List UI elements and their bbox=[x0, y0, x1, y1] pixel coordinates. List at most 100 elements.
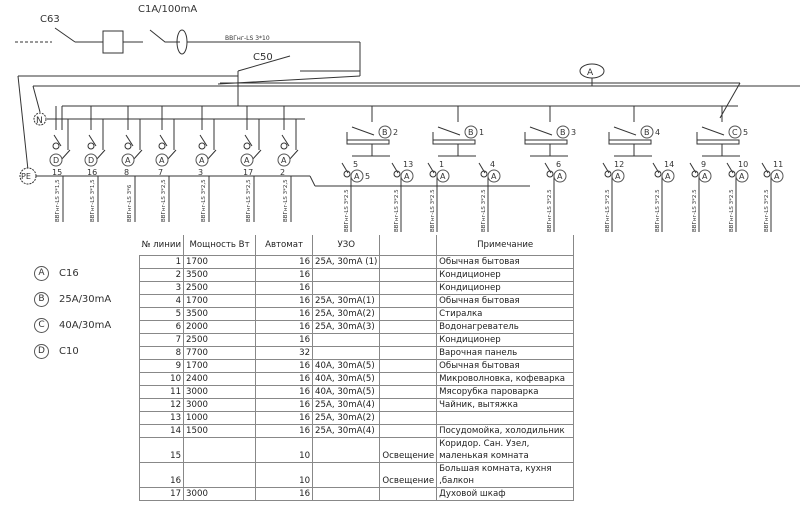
table-cell: Обычная бытовая bbox=[436, 294, 575, 308]
table-cell bbox=[379, 320, 438, 334]
legend-text: 25A/30mA bbox=[59, 293, 112, 305]
breaker-type-icon bbox=[400, 169, 414, 183]
table-cell: Большая комната, кухня ,балкон bbox=[436, 462, 575, 488]
svg-text:A: A bbox=[491, 172, 497, 181]
table-cell: 16 bbox=[255, 281, 314, 295]
line-number: 3 bbox=[198, 168, 203, 177]
cable-label: ВВГнг-LS 3*2.5 bbox=[764, 189, 770, 232]
cable-label: ВВГнг-LS 3*2,5 bbox=[201, 179, 207, 222]
table-cell bbox=[379, 333, 438, 347]
table-cell: 16 bbox=[255, 294, 314, 308]
line-number: 15 bbox=[52, 168, 62, 177]
table-cell: 5 bbox=[138, 307, 185, 321]
cable-label: ВВГнг-LS 3*2,5 bbox=[283, 179, 289, 222]
table-cell: 32 bbox=[255, 346, 314, 360]
table-cell: 16 bbox=[255, 385, 314, 399]
table-cell: 1700 bbox=[183, 294, 257, 308]
table-cell: 25A, 30mA(2) bbox=[312, 307, 381, 321]
table-cell: 1700 bbox=[183, 255, 257, 269]
line-number: 6 bbox=[556, 160, 561, 169]
breaker-type-icon bbox=[49, 153, 63, 167]
main-rcd-label: C1A/100mA bbox=[138, 4, 197, 15]
table-cell: 3500 bbox=[183, 268, 257, 282]
cable-label: ВВГнг-LS 3*2.5 bbox=[655, 189, 661, 232]
table-cell: 1700 bbox=[183, 359, 257, 373]
column-header: Мощность Вт bbox=[183, 235, 257, 256]
table-cell: 16 bbox=[255, 411, 314, 425]
svg-text:B: B bbox=[382, 128, 388, 137]
svg-text:PE: PE bbox=[21, 172, 31, 181]
table-cell: 10 bbox=[255, 437, 314, 463]
svg-text:5: 5 bbox=[743, 128, 748, 137]
wiring-diagram: C63 C1A/100mA ВВГнг-LS 3*10 C50 N PE A D… bbox=[15, 4, 800, 232]
line-number: 10 bbox=[738, 160, 748, 169]
table-cell: 17 bbox=[138, 487, 185, 501]
legend-text: C10 bbox=[59, 345, 79, 357]
table-cell: 10 bbox=[138, 372, 185, 386]
legend-item: B 25A/30mA bbox=[34, 286, 111, 312]
legend-text: 40A/30mA bbox=[59, 319, 112, 331]
svg-text:A: A bbox=[774, 172, 780, 181]
table-cell bbox=[379, 281, 438, 295]
breaker-type-icon bbox=[553, 169, 567, 183]
table-cell: 11 bbox=[138, 385, 185, 399]
table-cell: 16 bbox=[255, 307, 314, 321]
table-cell: 16 bbox=[255, 255, 314, 269]
line-number: 9 bbox=[701, 160, 706, 169]
column-header: № линии bbox=[139, 235, 185, 256]
table-cell: 25A, 30mA (1) bbox=[312, 255, 381, 269]
table-cell: Кондиционер bbox=[436, 281, 575, 295]
svg-text:5: 5 bbox=[365, 172, 370, 181]
table-cell bbox=[312, 333, 381, 347]
cable-label: ВВГнг-LS 3*2.5 bbox=[344, 189, 350, 232]
table-cell: Духовой шкаф bbox=[436, 487, 575, 501]
cable-label: ВВГнг-LS 3*2.5 bbox=[605, 189, 611, 232]
ammeter-icon: A bbox=[579, 63, 605, 79]
breaker-type-icon bbox=[698, 169, 712, 183]
breaker-type: A bbox=[244, 156, 250, 165]
breaker-type: A bbox=[159, 156, 165, 165]
table-cell bbox=[379, 385, 438, 399]
legend-symbol-icon: D bbox=[34, 343, 49, 359]
table-cell: Водонагреватель bbox=[436, 320, 575, 334]
table-cell bbox=[312, 346, 381, 360]
line-number: 13 bbox=[403, 160, 413, 169]
legend-symbol-icon: B bbox=[34, 291, 49, 307]
table-cell: Кондиционер bbox=[436, 268, 575, 282]
svg-text:2: 2 bbox=[393, 128, 398, 137]
table-cell: 1500 bbox=[183, 424, 257, 438]
table-cell: Мясорубка пароварка bbox=[436, 385, 575, 399]
line-number: 7 bbox=[158, 168, 163, 177]
breaker-type-icon bbox=[661, 169, 675, 183]
table-cell bbox=[379, 359, 438, 373]
table-cell: 40A, 30mA(5) bbox=[312, 359, 381, 373]
table-cell bbox=[379, 346, 438, 360]
table-cell: 2 bbox=[138, 268, 185, 282]
table-cell: Коридор. Сан. Узел, маленькая комната bbox=[436, 437, 575, 463]
table-cell: 25A, 30mA(3) bbox=[312, 320, 381, 334]
svg-text:A: A bbox=[702, 172, 708, 181]
table-cell: 25A, 30mA(2) bbox=[312, 411, 381, 425]
table-cell: 16 bbox=[255, 372, 314, 386]
table-cell: 10 bbox=[255, 462, 314, 488]
